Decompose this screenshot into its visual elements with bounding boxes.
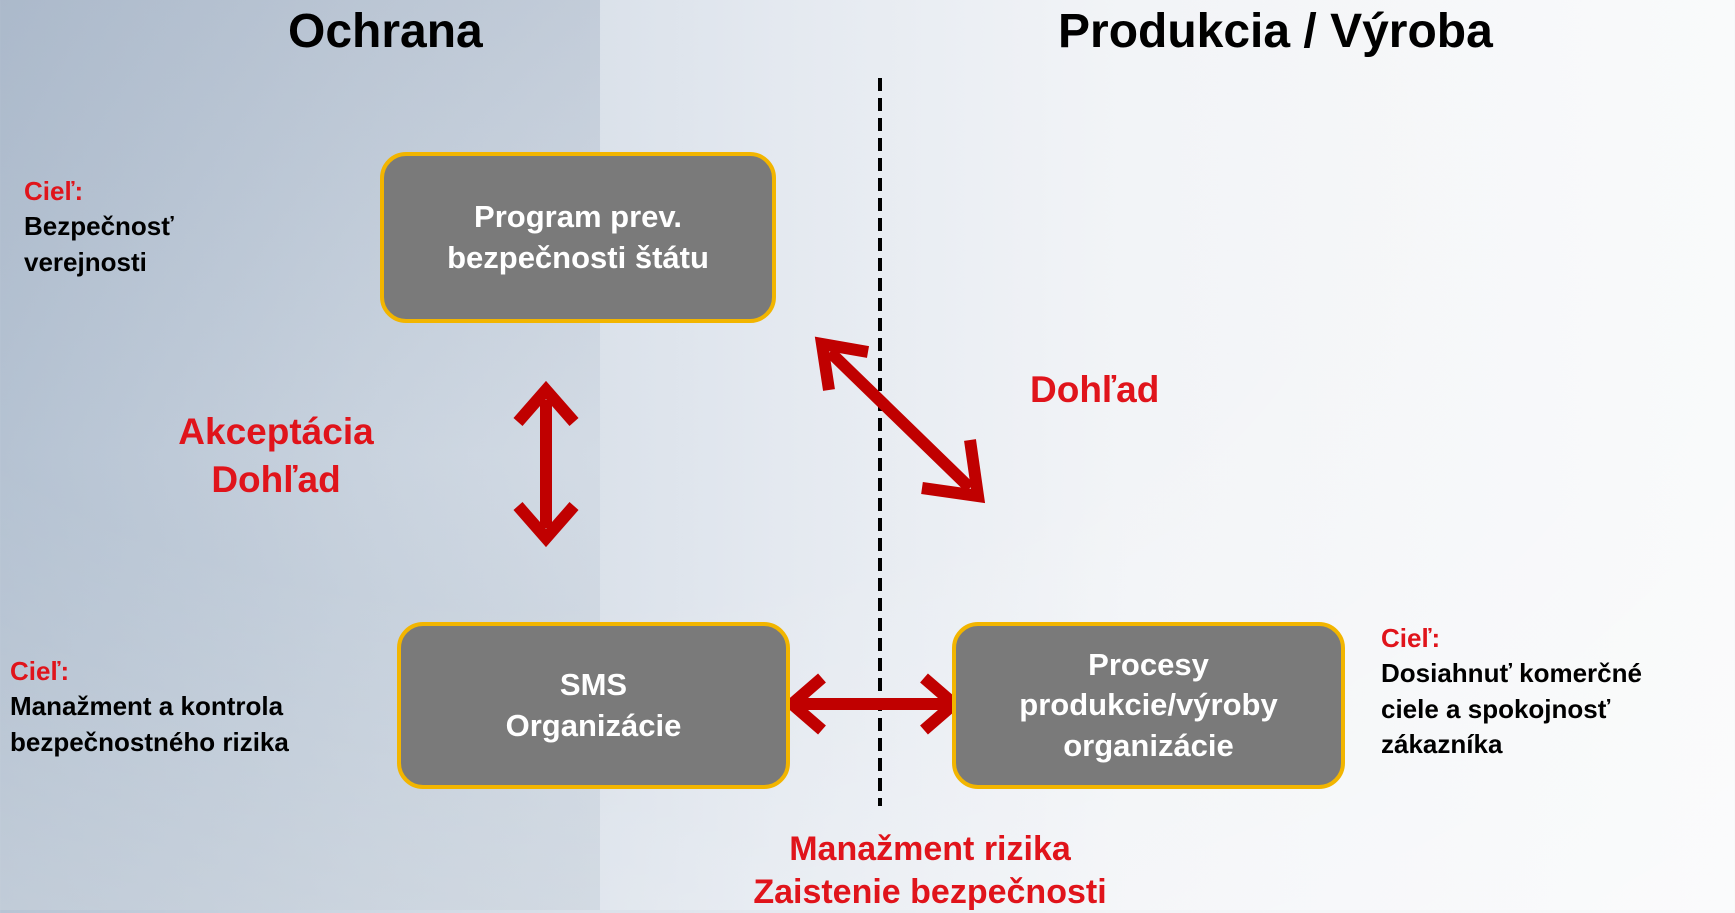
label-dohlad-diagonal: Dohľad [1030,366,1159,414]
box-program-prevadzkovej-bezpecnosti: Program prev. bezpečnosti štátu [380,152,776,323]
goal-bottom-left-line1: Manažment a kontrola [10,689,289,724]
box-sms-line1: SMS [560,665,627,705]
goal-top-left-line2: verejnosti [24,245,174,280]
label-bottom-line2: Zaistenie bezpečnosti [700,871,1160,913]
diagonal-double-arrow [822,344,978,496]
label-vertical-line1: Akceptácia [150,408,402,456]
box-procesy-line1: Procesy [1088,645,1209,685]
box-procesy-line3: organizácie [1063,726,1234,766]
box-program-line1: Program prev. [474,197,682,237]
goal-bottom-left: Cieľ: Manažment a kontrola bezpečnostnéh… [10,654,289,760]
goal-right-title: Cieľ: [1381,621,1642,656]
goal-top-left-line1: Bezpečnosť [24,209,174,244]
box-sms-line2: Organizácie [506,706,682,746]
box-procesy-produkcie: Procesy produkcie/výroby organizácie [952,622,1345,789]
goal-bottom-left-line2: bezpečnostného rizika [10,725,289,760]
vertical-double-arrow [518,390,574,538]
goal-right-line1: Dosiahnuť komerčné [1381,656,1642,691]
goal-right-line3: zákazníka [1381,727,1642,762]
label-manazment-rizika: Manažment rizika Zaistenie bezpečnosti [700,828,1160,913]
goal-right-line2: ciele a spokojnosť [1381,692,1642,727]
goal-top-left: Cieľ: Bezpečnosť verejnosti [24,174,174,280]
horizontal-double-arrow [792,678,954,730]
label-akceptacia-dohlad: Akceptácia Dohľad [150,408,402,504]
box-sms-organizacie: SMS Organizácie [397,622,790,789]
goal-top-left-title: Cieľ: [24,174,174,209]
label-bottom-line1: Manažment rizika [700,828,1160,871]
box-program-line2: bezpečnosti štátu [447,238,709,278]
goal-bottom-left-title: Cieľ: [10,654,289,689]
label-vertical-line2: Dohľad [150,456,402,504]
box-procesy-line2: produkcie/výroby [1019,685,1277,725]
goal-right: Cieľ: Dosiahnuť komerčné ciele a spokojn… [1381,621,1642,762]
